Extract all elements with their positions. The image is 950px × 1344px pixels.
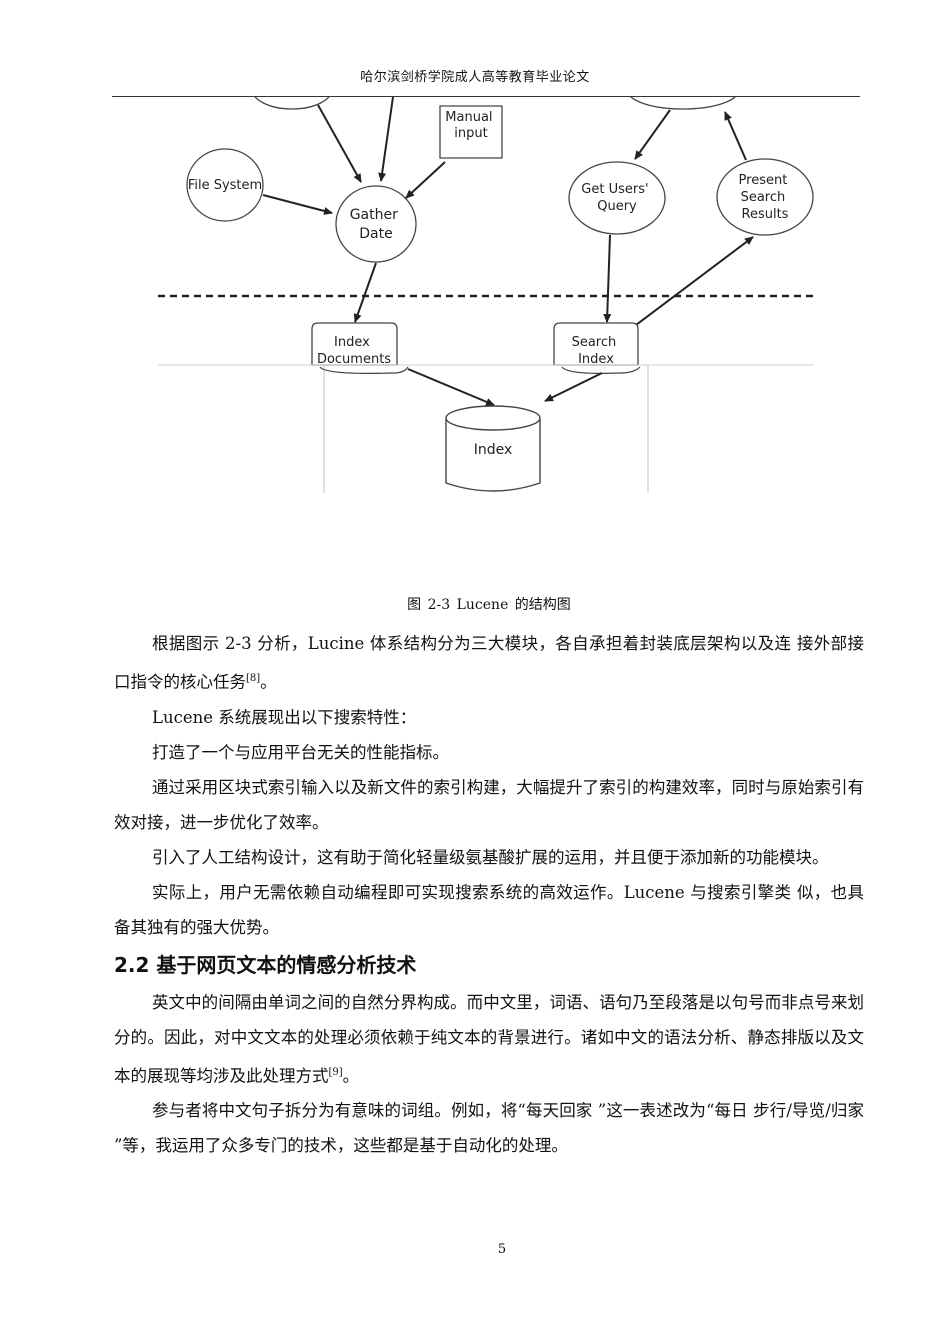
arrow-search-index-to-index	[544, 372, 603, 402]
get-users-query-node	[568, 161, 666, 235]
index-docs-brace	[319, 366, 409, 374]
section-heading: 2.2 基于网页文本的情感分析技术	[114, 952, 417, 977]
paragraph-7: 英文中的间隔由单词之间的自然分界构成。而中文里，词语、语句乃至段落是以句号而非点…	[114, 992, 864, 1086]
arrow-present-to-top	[724, 111, 747, 161]
file-system-label: File System	[188, 178, 262, 193]
arrow-filesystem-to-gather	[262, 194, 333, 215]
search-index-brace	[561, 366, 641, 374]
paragraph-8: 参与者将中文句子拆分为有意味的词组。例如，将“每天回家 ”这一表述改为“每日 步…	[114, 1101, 864, 1155]
arrow-top-to-query	[634, 109, 671, 160]
citation-ref: [8]	[246, 673, 261, 684]
index-documents-label: Index Documents	[317, 335, 391, 367]
lucene-architecture-diagram: Manual input File System Gather Date Get…	[150, 97, 820, 497]
body-section-1: 根据图示 2-3 分析，Lucine 体系结构分为三大模块，各自承担着封装底层架…	[114, 626, 864, 1163]
header-rule	[112, 96, 860, 97]
manual-input-node	[439, 105, 503, 159]
index-node	[445, 419, 541, 492]
page-number: 5	[497, 1242, 507, 1257]
arrow-index-docs-to-index	[407, 368, 495, 406]
get-users-query-label: Get Users' Query	[581, 182, 652, 214]
paragraph-6: 实际上，用户无需依赖自动编程即可实现搜索系统的高效运作。Lucene 与搜索引擎…	[114, 882, 864, 937]
cropped-top-left-node	[254, 97, 330, 110]
page-header: 哈尔滨剑桥学院成人高等教育毕业论文	[360, 70, 590, 85]
file-system-node	[186, 148, 264, 222]
paragraph-2: Lucene 系统展现出以下搜索特性：	[152, 707, 417, 727]
index-label: Index	[474, 442, 513, 458]
cropped-top-right-node	[630, 97, 736, 110]
citation-ref: [9]	[328, 1066, 343, 1078]
paragraph-1: 根据图示 2-3 分析，Lucine 体系结构分为三大模块，各自承担着封装底层架…	[114, 634, 864, 692]
gather-date-node	[335, 185, 417, 263]
paragraph-4: 通过采用区块式索引输入以及新文件的索引构建，大幅提升了索引的构建效率，同时与原始…	[114, 777, 864, 832]
arrow-manual-to-gather	[405, 161, 446, 199]
manual-input-label: Manual input	[445, 110, 496, 141]
index-node-top	[445, 405, 541, 431]
arrow-query-to-search-index	[603, 234, 612, 323]
search-index-label: Search Index	[572, 335, 621, 367]
search-index-node	[553, 322, 639, 366]
present-search-results-label: Present Search Results	[739, 173, 792, 222]
present-search-results-node	[716, 158, 814, 236]
paragraph-3: 打造了一个与应用平台无关的性能指标。	[152, 742, 449, 762]
arrow-top-left-to-gather	[317, 104, 362, 183]
gather-date-label: Gather Date	[350, 207, 403, 242]
arrow-top-to-gather	[378, 97, 394, 182]
arrow-gather-to-index-docs	[353, 262, 377, 323]
paragraph-5: 引入了人工结构设计，这有助于简化轻量级氨基酸扩展的运用，并且便于添加新的功能模块…	[152, 847, 829, 867]
arrow-search-index-to-present	[631, 236, 754, 329]
index-documents-node	[311, 322, 398, 366]
figure-caption: 图 2-3 Lucene 的结构图	[407, 597, 571, 613]
